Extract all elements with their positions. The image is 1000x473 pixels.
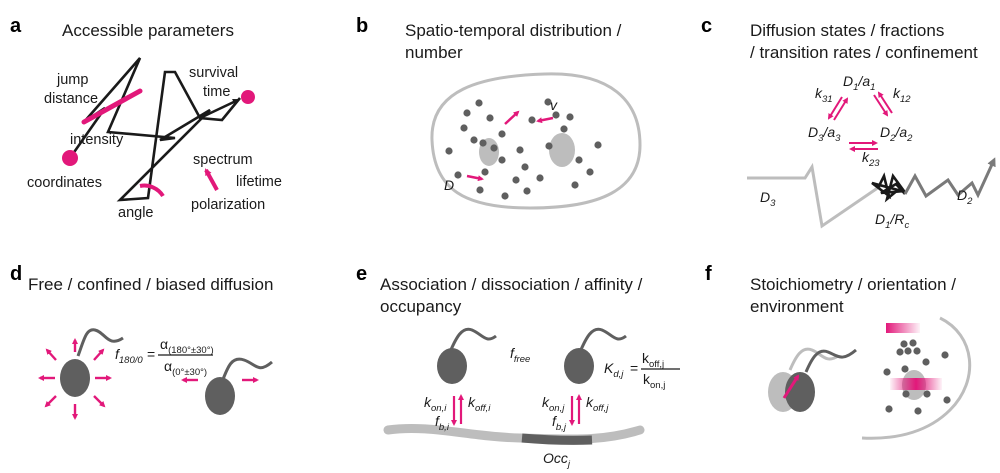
angle-label: angle <box>118 205 153 221</box>
panel-b-title-line1: Spatio-temporal distribution / <box>405 21 622 40</box>
k23-label: k23 <box>862 149 880 169</box>
diffusion-label: D <box>444 177 454 193</box>
alpha-numerator: α(180°±30°) <box>160 336 214 356</box>
rates-i-arrows <box>451 394 464 426</box>
partial-cell-outline <box>861 316 972 440</box>
panel-f-label: f <box>705 263 712 285</box>
environment-bar-middle <box>890 378 942 390</box>
fb-i-label: fb,i <box>435 413 450 433</box>
state1-label: D1/a1 <box>843 73 875 93</box>
k12-label: k12 <box>893 85 911 105</box>
intensity-label: intensity <box>70 132 124 148</box>
panel-b-title-line2: number <box>405 43 463 62</box>
panel-c-title-line2: / transition rates / confinement <box>750 43 978 62</box>
molecule-j <box>564 348 594 384</box>
transition-arrows <box>827 91 893 152</box>
kon-i-label: kon,i <box>424 394 447 414</box>
biased-molecule-tail <box>220 357 273 383</box>
polarization-label: polarization <box>191 197 265 213</box>
jump-distance-bar <box>81 88 143 125</box>
panel-d: d Free / confined / biased diffusion f18… <box>10 263 273 420</box>
coordinates-label: coordinates <box>27 175 102 191</box>
fb-j-label: fb,j <box>552 413 567 433</box>
occupancy-label: Occj <box>543 450 571 470</box>
cell-outline <box>430 72 642 210</box>
state3-label: D3/a3 <box>808 124 841 144</box>
environment-dots <box>883 339 951 415</box>
panel-c: c Diffusion states / fractions / transit… <box>701 15 996 231</box>
d2-track <box>903 157 996 199</box>
jump-label-line2: distance <box>44 91 98 107</box>
panel-e-title-line2: occupancy <box>380 297 462 316</box>
kd-equals: = <box>630 360 638 376</box>
d1-confined-track <box>871 172 907 203</box>
panel-c-label: c <box>701 15 712 37</box>
panel-e: e Association / dissociation / affinity … <box>356 263 680 470</box>
survival-label-line2: time <box>203 84 230 100</box>
occupied-site <box>521 433 593 445</box>
velocity-arrow-right <box>536 116 554 124</box>
kon-j-label: kon,j <box>542 394 565 414</box>
kd-denominator: kon,j <box>643 371 665 391</box>
f180-label: f180/0 <box>115 346 143 366</box>
panel-f-title-line2: environment <box>750 297 844 316</box>
d3-track <box>747 162 883 229</box>
panel-b-label: b <box>356 15 368 37</box>
free-diffusion-arrows <box>38 338 112 420</box>
coordinates-dot <box>62 150 78 166</box>
panel-b: b Spatio-temporal distribution / number … <box>356 15 642 210</box>
rates-j-arrows <box>569 394 582 426</box>
panel-d-title: Free / confined / biased diffusion <box>28 275 273 294</box>
alpha-denominator: α(0°±30°) <box>164 358 207 378</box>
molecule-i-tail <box>448 327 497 353</box>
orientation-arrow <box>782 374 800 399</box>
f180-equals: = <box>147 346 155 362</box>
free-molecule <box>60 359 90 397</box>
diffusion-arrow <box>466 174 484 182</box>
panel-e-title-line1: Association / dissociation / affinity / <box>380 275 643 294</box>
velocity-arrow-left <box>504 110 520 125</box>
panel-a: a Accessible parameters jump distance su… <box>10 15 282 221</box>
d2-track-label: D2 <box>957 187 973 207</box>
koff-i-label: koff,i <box>468 394 491 414</box>
panel-f: f Stoichiometry / orientation / environm… <box>705 263 972 440</box>
dimer-tail-dark <box>804 348 857 373</box>
koff-j-label: koff,j <box>586 394 609 414</box>
d3-track-label: D3 <box>760 189 776 209</box>
state2-label: D2/a2 <box>880 124 913 144</box>
d1-rc-label: D1/Rc <box>875 211 909 231</box>
survival-arrow <box>199 98 240 120</box>
panel-e-label: e <box>356 263 367 285</box>
molecule-i <box>437 348 467 384</box>
molecule-j-tail <box>578 327 627 353</box>
free-molecule-tail <box>76 328 124 357</box>
angle-arc <box>139 183 165 198</box>
dimer-tail-light <box>788 347 839 371</box>
spectrum-label: spectrum <box>193 152 253 168</box>
panel-d-label: d <box>10 263 22 285</box>
kd-numerator: koff,j <box>642 350 664 370</box>
kd-label: Kd,j <box>604 360 624 380</box>
survival-dot <box>241 90 255 104</box>
dna-strand <box>383 423 645 444</box>
lifetime-label: lifetime <box>236 174 282 190</box>
jump-label-line1: jump <box>56 72 88 88</box>
k31-label: k31 <box>815 85 833 105</box>
panel-f-title-line1: Stoichiometry / orientation / <box>750 275 956 294</box>
panel-c-title-line1: Diffusion states / fractions <box>750 21 944 40</box>
environment-bar-top <box>886 323 920 333</box>
biased-molecule <box>205 377 235 415</box>
panel-a-label: a <box>10 15 22 37</box>
survival-label-line1: survival <box>189 65 238 81</box>
polarization-arrow <box>204 168 219 191</box>
velocity-label: v <box>550 97 558 113</box>
trajectory-path <box>68 57 242 202</box>
nucleus-right <box>549 133 575 167</box>
molecule-dots <box>445 98 602 200</box>
f-free-label: ffree <box>510 345 530 365</box>
panel-a-title: Accessible parameters <box>62 21 234 40</box>
